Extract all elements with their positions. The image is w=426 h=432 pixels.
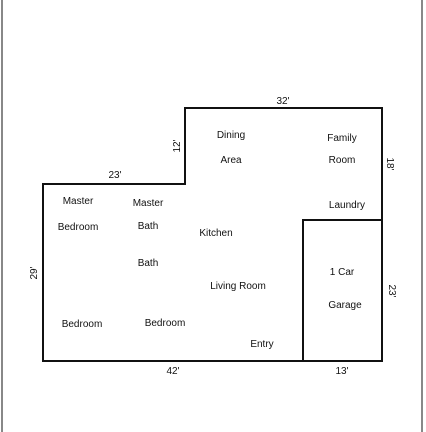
- room-garage-line2: Garage: [328, 300, 362, 311]
- room-laundry: Laundry: [329, 200, 365, 211]
- room-garage-line1: 1 Car: [330, 267, 355, 278]
- dimension-left-height: 29': [29, 266, 40, 279]
- dimension-left-upper-width: 23': [108, 170, 121, 181]
- garage-wall: [302, 219, 382, 361]
- room-master-bedroom-line1: Master: [63, 196, 94, 207]
- room-living-room: Living Room: [210, 281, 266, 292]
- dimension-top-width: 32': [276, 96, 289, 107]
- room-bath: Bath: [138, 258, 159, 269]
- dimension-dining-step: 12': [172, 139, 183, 152]
- room-bedroom-middle: Bedroom: [145, 318, 186, 329]
- room-master-bedroom-line2: Bedroom: [58, 222, 99, 233]
- room-master-bath-line1: Master: [133, 198, 164, 209]
- room-dining-line1: Dining: [217, 130, 245, 141]
- room-kitchen: Kitchen: [199, 228, 232, 239]
- room-entry: Entry: [250, 339, 273, 350]
- room-master-bath-line2: Bath: [138, 221, 159, 232]
- room-family-line1: Family: [327, 133, 356, 144]
- room-bedroom-left: Bedroom: [62, 319, 103, 330]
- dimension-garage-width: 13': [335, 366, 348, 377]
- room-dining-line2: Area: [220, 155, 242, 166]
- dimension-garage-height: 23': [386, 284, 397, 297]
- house-outline: [42, 107, 383, 362]
- room-family-line2: Room: [329, 155, 356, 166]
- dimension-right-upper-height: 18': [384, 157, 395, 170]
- dimension-bottom-width: 42': [166, 366, 179, 377]
